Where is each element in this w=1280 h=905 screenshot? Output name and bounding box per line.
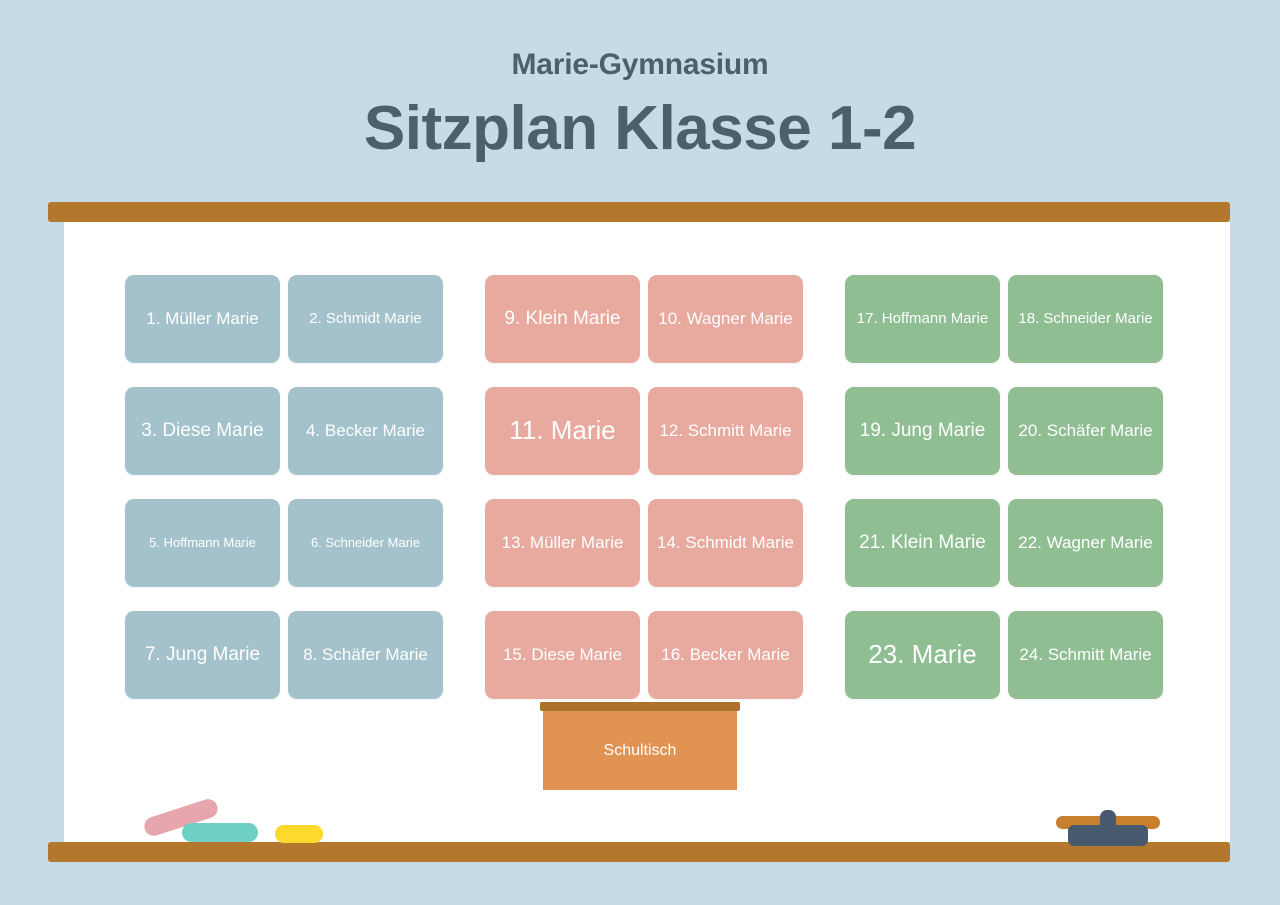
desk-seat[interactable]: 1. Müller Marie <box>125 275 280 363</box>
page-header: Marie-Gymnasium Sitzplan Klasse 1-2 <box>0 0 1280 168</box>
desk-seat[interactable]: 8. Schäfer Marie <box>288 611 443 699</box>
desk-seat[interactable]: 18. Schneider Marie <box>1008 275 1163 363</box>
desk-seat[interactable]: 15. Diese Marie <box>485 611 640 699</box>
page-title: Sitzplan Klasse 1-2 <box>363 94 917 163</box>
teacher-desk-top-edge <box>540 702 740 711</box>
desk-seat[interactable]: 4. Becker Marie <box>288 387 443 475</box>
desk-seat[interactable]: 12. Schmitt Marie <box>648 387 803 475</box>
desk-seat[interactable]: 20. Schäfer Marie <box>1008 387 1163 475</box>
chalk-yellow-icon <box>275 825 323 843</box>
desk-seat[interactable]: 2. Schmidt Marie <box>288 275 443 363</box>
desk-seat[interactable]: 24. Schmitt Marie <box>1008 611 1163 699</box>
desk-seat[interactable]: 3. Diese Marie <box>125 387 280 475</box>
eraser-body <box>1068 825 1148 846</box>
desk-seat[interactable]: 11. Marie <box>485 387 640 475</box>
desk-seat[interactable]: 7. Jung Marie <box>125 611 280 699</box>
desk-seat[interactable]: 17. Hoffmann Marie <box>845 275 1000 363</box>
eraser-knob <box>1100 810 1116 832</box>
desk-seat[interactable]: 16. Becker Marie <box>648 611 803 699</box>
desk-seat[interactable]: 21. Klein Marie <box>845 499 1000 587</box>
school-name: Marie-Gymnasium <box>511 48 769 81</box>
teacher-desk-label: Schultisch <box>603 741 677 759</box>
board-eraser-icon <box>1056 808 1160 846</box>
desk-seat[interactable]: 13. Müller Marie <box>485 499 640 587</box>
desk-seat[interactable]: 14. Schmidt Marie <box>648 499 803 587</box>
board-frame-bottom <box>48 842 1230 862</box>
desk-seat[interactable]: 6. Schneider Marie <box>288 499 443 587</box>
board-frame-top <box>48 202 1230 222</box>
desk-seat[interactable]: 22. Wagner Marie <box>1008 499 1163 587</box>
desk-seat[interactable]: 23. Marie <box>845 611 1000 699</box>
desk-seat[interactable]: 10. Wagner Marie <box>648 275 803 363</box>
desk-seat[interactable]: 5. Hoffmann Marie <box>125 499 280 587</box>
teacher-desk-body: Schultisch <box>543 711 737 790</box>
chalk-teal-icon <box>182 823 258 842</box>
desk-seat[interactable]: 9. Klein Marie <box>485 275 640 363</box>
desk-seat[interactable]: 19. Jung Marie <box>845 387 1000 475</box>
teacher-desk[interactable]: Schultisch <box>540 702 740 790</box>
